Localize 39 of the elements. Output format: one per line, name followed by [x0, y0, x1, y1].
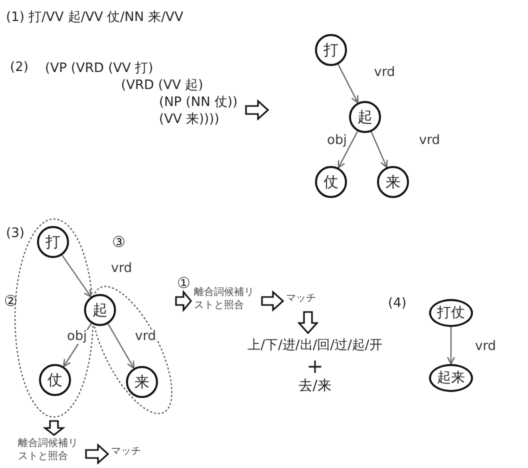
- block-arrow: [261, 290, 284, 312]
- tagged-sentence: (1) 打/VV 起/VV 仗/NN 来/VV: [6, 9, 184, 26]
- arrow: [108, 324, 135, 369]
- block-arrow: [175, 290, 192, 312]
- edge-label: obj: [66, 330, 88, 344]
- step-text: 離合詞候補リストと照合: [194, 287, 259, 315]
- word-circle: 打: [37, 226, 69, 258]
- arrow: [447, 327, 455, 365]
- word-circle: 来: [126, 366, 158, 398]
- circled-number: ②: [4, 292, 18, 310]
- word-ellipse: 打仗: [429, 299, 473, 327]
- step-text: 離合詞候補リストと照合: [18, 438, 83, 466]
- result-text: マッチ: [111, 446, 155, 462]
- arrow: [62, 254, 92, 298]
- result-text: マッチ: [286, 293, 330, 309]
- section-number: (4): [388, 296, 406, 311]
- word-circle: 起: [84, 294, 116, 326]
- word-list: 去/来: [240, 376, 390, 396]
- block-arrow: [297, 311, 319, 334]
- arrow: [338, 130, 358, 168]
- word-circle: 仗: [39, 364, 71, 396]
- word-list: 上/下/进/出/回/过/起/开: [240, 336, 390, 356]
- arrow: [370, 131, 388, 168]
- word-circle: 来: [377, 166, 409, 198]
- block-arrow: [85, 443, 110, 465]
- arrow: [338, 64, 358, 104]
- block-arrow: [42, 420, 66, 436]
- section-number: (3): [6, 226, 24, 241]
- word-ellipse: 起来: [429, 364, 473, 392]
- section-number: (2): [10, 60, 28, 75]
- word-circle: 仗: [315, 166, 347, 198]
- circled-number: ③: [112, 233, 126, 251]
- bracket-notation: (VP (VRD (VV 打) (VRD (VV 起) (NP (NN 仗)) (VV 来)))): [45, 60, 238, 128]
- word-circle: 起: [349, 101, 381, 133]
- edge-label: ①: [176, 276, 192, 290]
- plus-sign: +: [306, 356, 324, 376]
- edge-label: obj: [326, 134, 348, 148]
- word-circle: 打: [315, 34, 347, 66]
- block-arrow: [245, 99, 270, 121]
